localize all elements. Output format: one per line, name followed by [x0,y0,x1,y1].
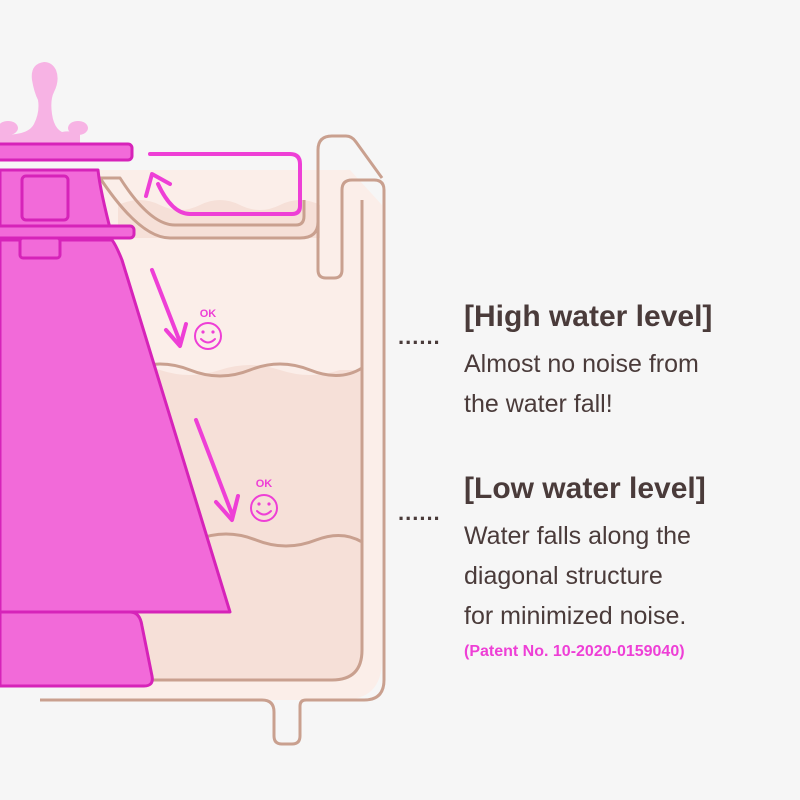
leader-dots-high: ...... [398,324,441,349]
pump-collar [18,236,62,260]
arrow-high-head [164,322,188,348]
low-water-level-title: [Low water level] [464,472,706,505]
reservoir-basin-outline [98,176,320,240]
pump-lower-plate [0,224,136,240]
container-wall-outline [40,150,386,746]
low-water-line [194,532,364,548]
droplet-splash-left [0,121,18,135]
smiley-ok-icon-high: OK [194,308,222,350]
leader-dots-low: ...... [398,500,441,525]
flow-loop-arrow-icon [148,152,302,216]
arrow-down-right-icon-low [194,418,234,516]
ok-badge-low: OK [256,478,273,490]
description-line: for minimized noise. [464,602,687,630]
ok-badge-high: OK [200,308,217,320]
smiley-ok-icon-low: OK [250,478,278,522]
description-line: Water falls along the [464,522,691,550]
high-water-level-title: [High water level] [464,300,713,333]
pump-cone-body [0,238,232,614]
pump-inner-block [20,174,70,222]
arrow-down-right-icon [150,268,182,344]
water-droplet-icon [0,62,80,146]
container-inner-wall [40,200,364,682]
flow-loop-arrowhead [144,172,172,198]
high-water-line [128,362,364,378]
basin-water [118,200,320,238]
container-rim [316,134,384,179]
description-line: diagonal structure [464,562,663,590]
high-water-level-description: Almost no noise from the water fall! [464,344,699,424]
arrow-low-head [214,494,240,522]
description-line: Almost no noise from [464,350,699,378]
description-line: the water fall! [464,390,613,418]
droplet-splash-right [68,121,88,135]
patent-number: (Patent No. 10-2020-0159040) [464,643,685,660]
pump-top-plate [0,142,134,162]
pump-base [0,610,154,688]
low-water-level-description: Water falls along the diagonal structure… [464,516,691,676]
